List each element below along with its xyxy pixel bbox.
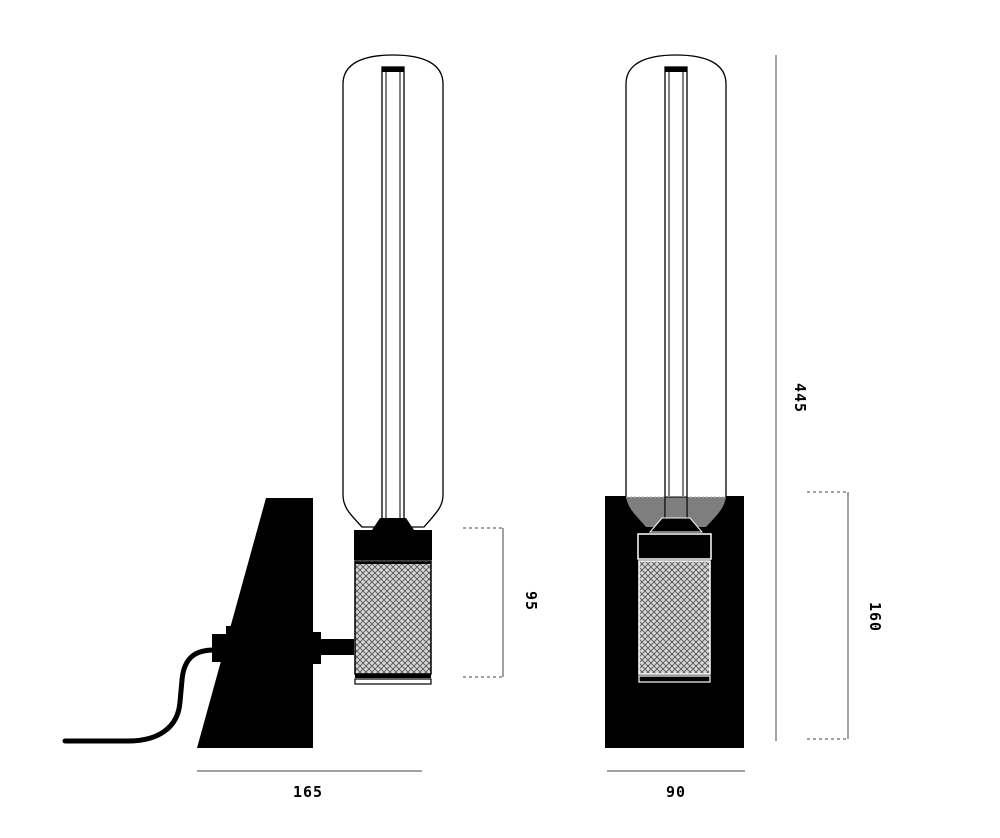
dim-line-base-height xyxy=(807,491,849,740)
label-base-height: 160 xyxy=(866,602,884,632)
front-filament xyxy=(664,66,688,520)
front-view xyxy=(605,54,744,748)
side-view xyxy=(62,54,444,748)
side-wedge-base xyxy=(197,498,313,748)
side-bolt-right xyxy=(313,632,321,664)
front-bulb-neck xyxy=(648,517,704,533)
dimension-lines xyxy=(197,55,849,772)
side-bulb-neck xyxy=(372,518,414,530)
power-cable xyxy=(62,647,217,744)
front-socket-cap xyxy=(637,533,712,560)
side-bolt-left xyxy=(212,634,228,662)
front-socket-ring xyxy=(638,675,711,683)
side-bolt-arm xyxy=(318,639,354,655)
dimension-labels: 165 90 95 445 160 xyxy=(293,383,884,801)
label-side-width: 165 xyxy=(293,783,323,801)
side-bolt-collar xyxy=(226,626,236,670)
label-overall-height: 445 xyxy=(791,383,809,413)
side-filament xyxy=(381,66,405,520)
side-socket-cap xyxy=(354,530,432,560)
dim-line-socket-height xyxy=(463,527,504,678)
side-socket-ring xyxy=(355,674,431,678)
front-socket-mesh xyxy=(638,560,711,675)
label-front-width: 90 xyxy=(666,783,686,801)
label-socket-height: 95 xyxy=(522,591,540,611)
side-socket-mesh xyxy=(354,560,432,675)
